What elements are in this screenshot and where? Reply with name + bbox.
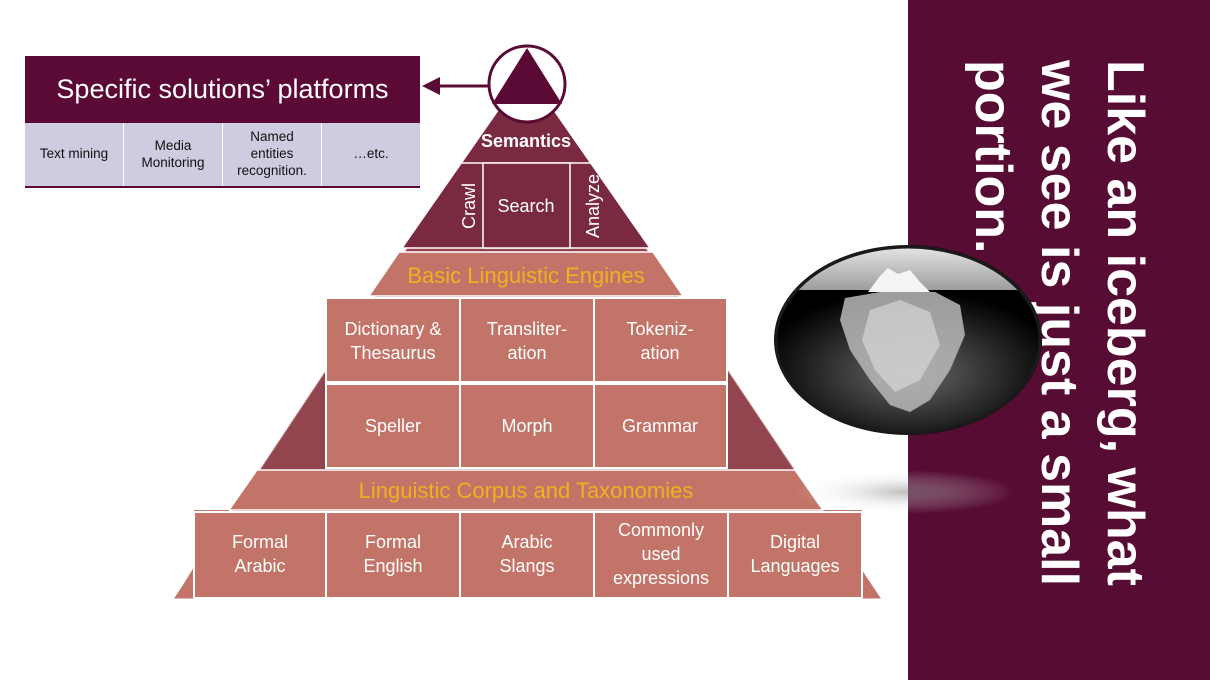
basic-engines-label: Basic Linguistic Engines — [407, 263, 644, 288]
tokenization-cell — [593, 297, 728, 383]
basic-engines-band — [367, 251, 685, 297]
morph-label: Morph — [501, 416, 552, 436]
engines-row-1: Dictionary &Thesaurus Transliter-ation T… — [325, 297, 728, 383]
corpus-title: Linguistic Corpus and Taxonomies — [359, 478, 694, 503]
dictionary-cell — [325, 297, 461, 383]
digital-languages-cell — [727, 511, 863, 599]
grammar-cell — [593, 383, 728, 469]
common-expressions-cell — [593, 511, 729, 599]
formal-arabic-cell — [193, 511, 327, 599]
iceberg-image — [774, 245, 1042, 514]
platform-item-named-entities: Named entities recognition. — [223, 123, 322, 186]
analyze-label: Analyze — [583, 174, 603, 238]
semantics-label: Semantics — [481, 131, 571, 151]
transliteration-cell — [459, 297, 595, 383]
tokenization-label: Tokeniz-ation — [626, 319, 693, 363]
platform-item-media-monitoring: Media Monitoring — [124, 123, 223, 186]
triangle-in-circle-icon — [487, 44, 567, 124]
platform-item-text-mining: Text mining — [25, 123, 124, 186]
arrow-left-icon — [422, 77, 489, 95]
platforms-title: Specific solutions’ platforms — [25, 56, 420, 123]
platform-item-etc: …etc. — [353, 146, 389, 162]
transliteration-label: Transliter-ation — [487, 319, 567, 363]
engines-row-2: Speller Morph Grammar — [325, 383, 728, 469]
search-label: Search — [497, 196, 554, 216]
arabic-slangs-cell — [459, 511, 595, 599]
crawl-label: Crawl — [459, 183, 479, 229]
formal-english-cell — [325, 511, 461, 599]
speller-label: Speller — [365, 416, 421, 436]
platforms-items: Text mining Media Monitoring Named entit… — [25, 123, 420, 186]
dictionary-label: Dictionary &Thesaurus — [344, 319, 441, 363]
platforms-box: Specific solutions’ platforms Text minin… — [25, 56, 420, 188]
speller-cell — [325, 383, 461, 469]
grammar-label: Grammar — [622, 416, 698, 436]
search-cell — [482, 162, 571, 249]
